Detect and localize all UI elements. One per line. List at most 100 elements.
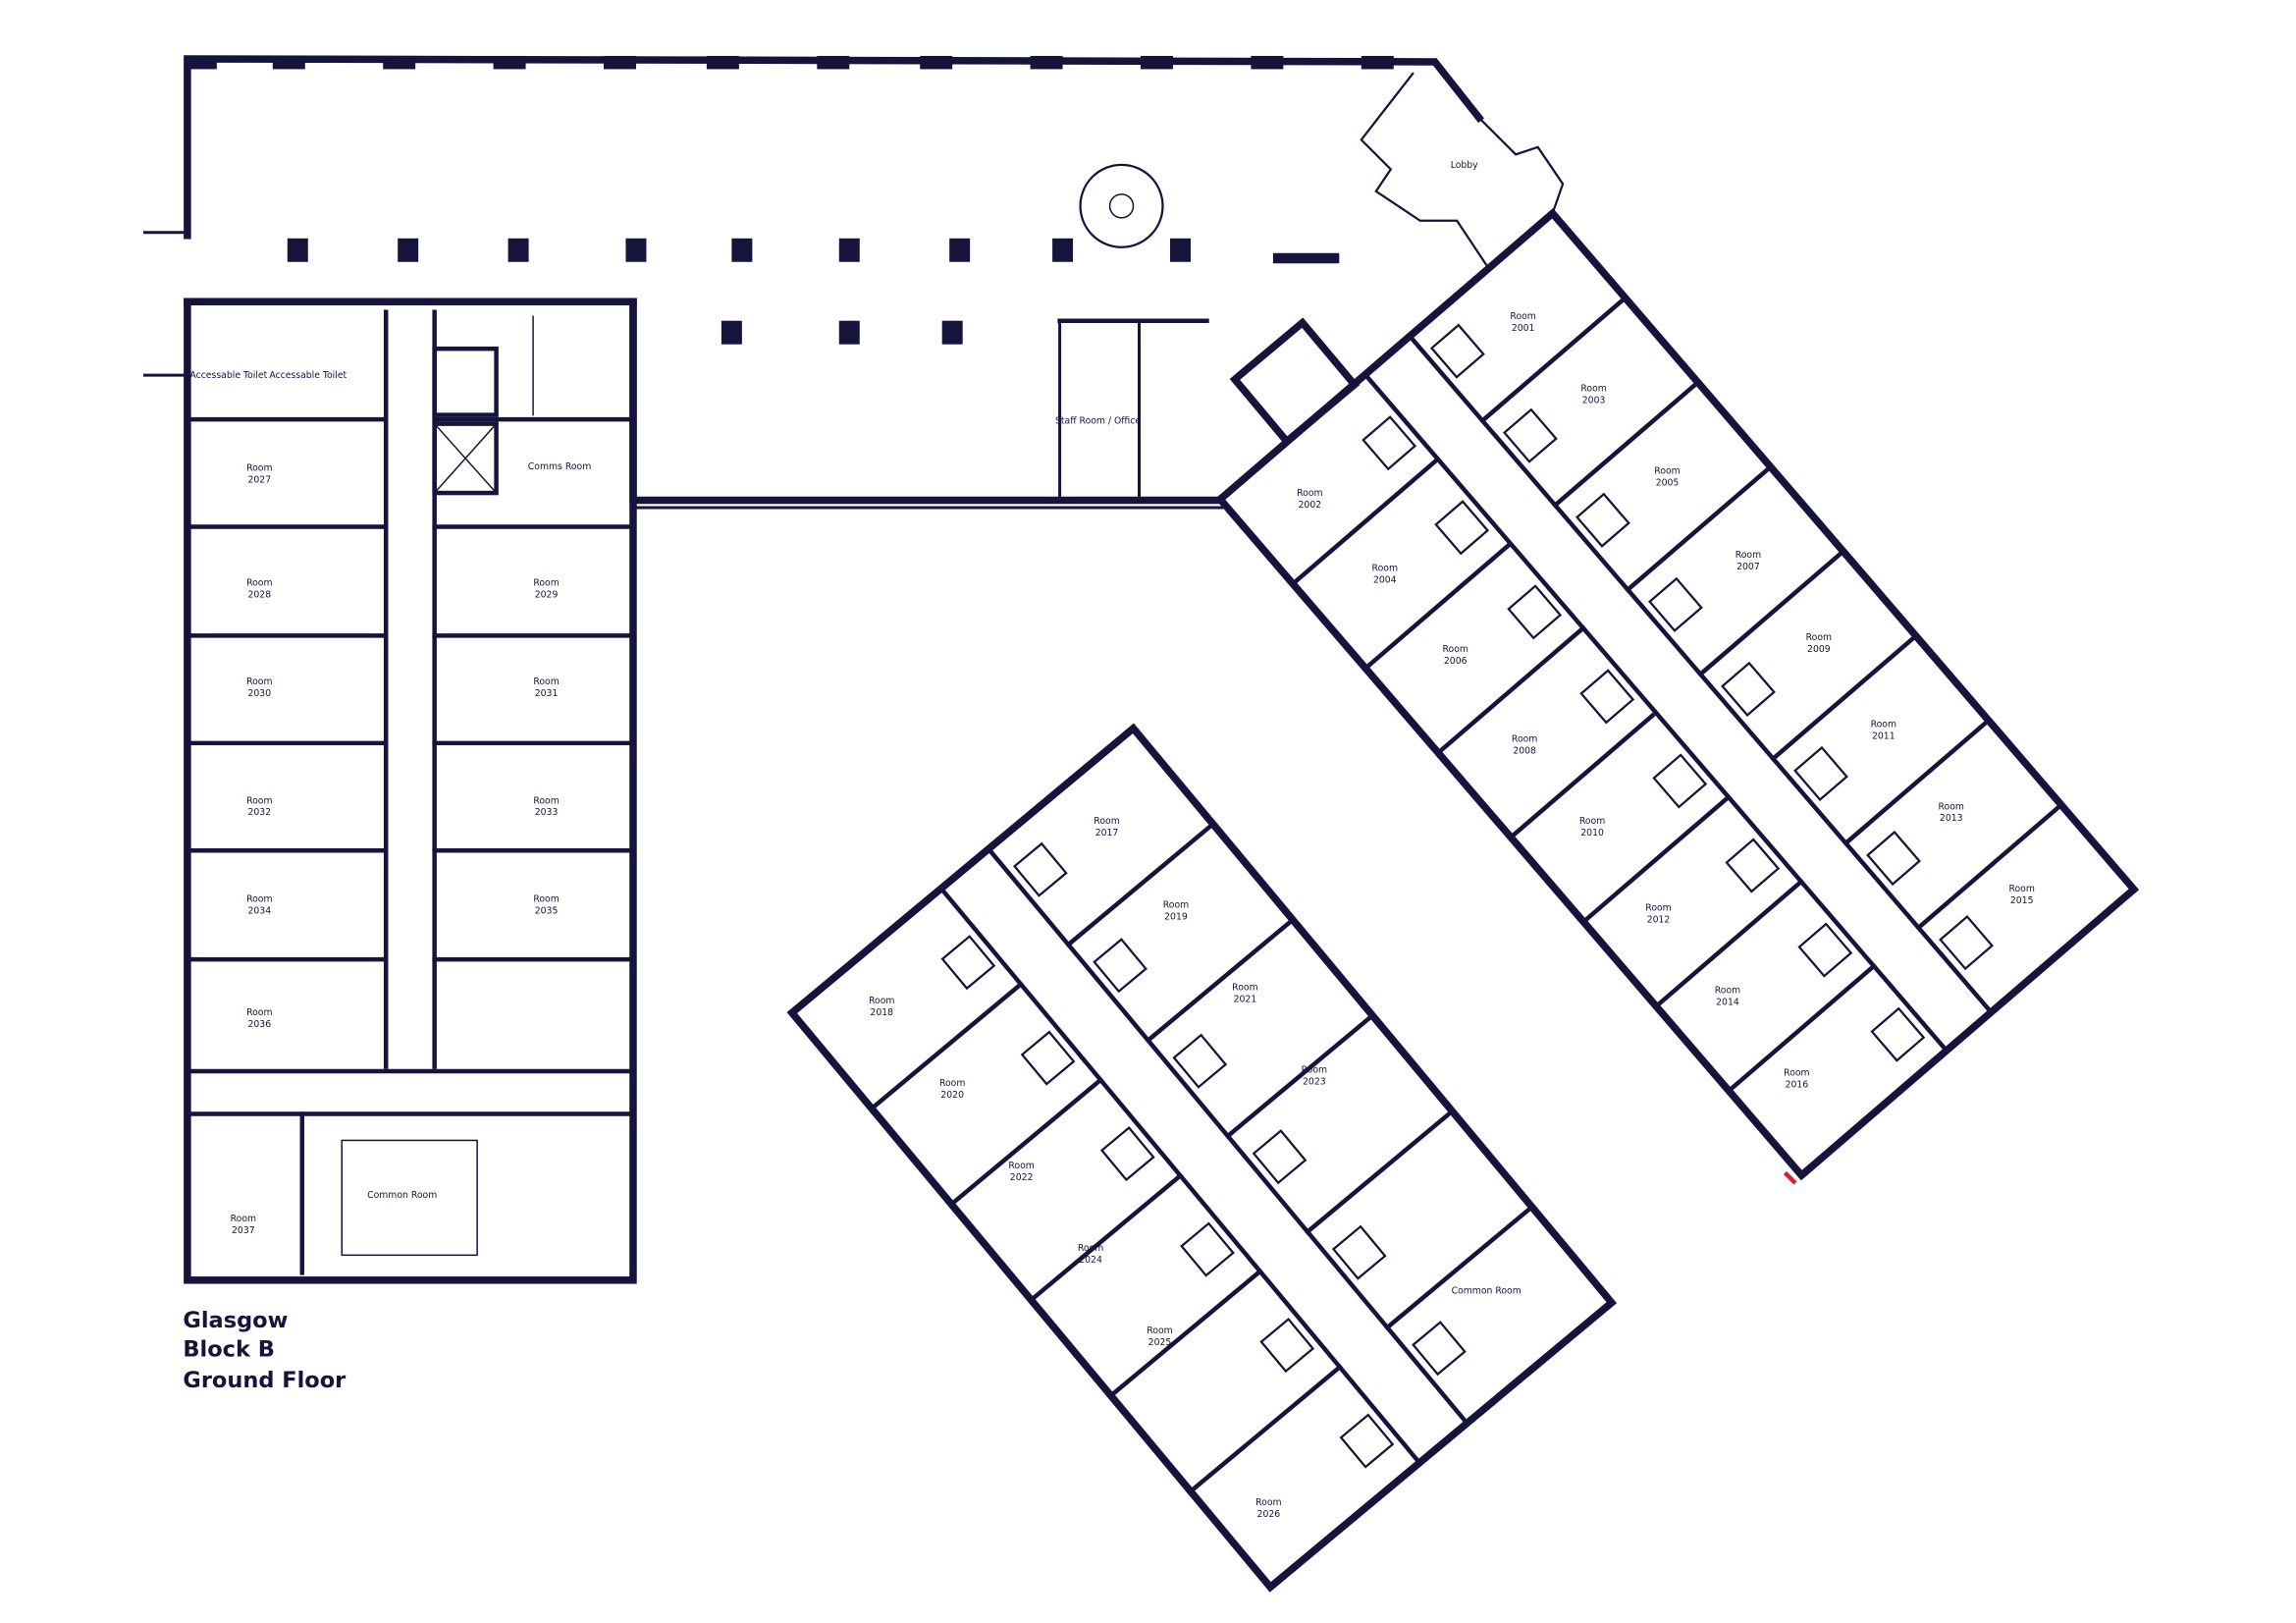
south-wing xyxy=(786,723,1618,1593)
common-room-label: Common Room xyxy=(1452,1285,1522,1296)
window xyxy=(706,55,739,70)
window xyxy=(1030,55,1063,70)
toilet-label: Accessable Toilet xyxy=(269,370,347,381)
ensuite xyxy=(1434,500,1490,556)
toilet-label: Accessable Toilet xyxy=(189,370,267,381)
ensuite xyxy=(1412,1321,1467,1377)
ensuite xyxy=(1172,1033,1228,1089)
marker xyxy=(1783,1170,1797,1185)
column xyxy=(838,320,860,345)
window xyxy=(184,55,217,70)
wall xyxy=(1434,624,1587,756)
title-block: Block B xyxy=(183,1337,274,1363)
ensuite xyxy=(1870,1006,1926,1062)
ensuite xyxy=(1429,323,1485,379)
wall xyxy=(1224,1012,1376,1140)
ensuite xyxy=(1180,1221,1235,1277)
ensuite xyxy=(1652,753,1708,809)
ensuite xyxy=(1252,1129,1308,1185)
ensuite xyxy=(1939,914,1994,971)
column xyxy=(838,238,860,262)
window xyxy=(1251,55,1284,70)
wall xyxy=(1625,463,1774,593)
ensuite xyxy=(1259,1317,1315,1374)
column xyxy=(507,238,529,262)
wall xyxy=(1697,548,1846,677)
column xyxy=(1052,238,1074,262)
column xyxy=(287,238,308,262)
title-city: Glasgow xyxy=(183,1308,288,1333)
ensuite xyxy=(1362,415,1417,471)
window xyxy=(1361,55,1394,70)
west-wing xyxy=(184,298,637,1284)
north-hall xyxy=(142,55,1484,510)
staff-room-label: Staff Room / Office xyxy=(1055,416,1141,427)
lobby-label: Lobby xyxy=(1451,160,1478,171)
ensuite xyxy=(1339,1413,1395,1469)
wall xyxy=(1145,916,1297,1044)
wall xyxy=(1289,456,1441,587)
ensuite xyxy=(1507,584,1563,640)
column xyxy=(1169,238,1191,262)
ensuite xyxy=(1502,407,1558,463)
column xyxy=(941,320,963,345)
window xyxy=(817,55,850,70)
column xyxy=(949,238,971,262)
window xyxy=(920,55,953,70)
ensuite xyxy=(1020,1030,1076,1086)
wall xyxy=(1507,709,1660,840)
wall xyxy=(1028,1172,1184,1304)
lobby xyxy=(1360,72,1565,267)
comms-room-label: Comms Room xyxy=(528,461,591,472)
wall xyxy=(1580,793,1733,926)
wall xyxy=(1552,379,1701,509)
wall xyxy=(1107,1268,1263,1399)
ensuite xyxy=(940,935,996,991)
column xyxy=(625,238,647,262)
wall xyxy=(1726,962,1878,1095)
ensuite xyxy=(1331,1224,1387,1280)
ensuite xyxy=(1012,841,1068,897)
column xyxy=(398,238,419,262)
wall xyxy=(1479,295,1629,424)
ensuite xyxy=(1793,745,1848,802)
spiral-stair-icon xyxy=(1079,163,1164,248)
window xyxy=(383,55,416,70)
wall xyxy=(1384,1204,1535,1331)
northeast-wing xyxy=(1214,208,2140,1181)
wall xyxy=(1065,821,1216,948)
window xyxy=(272,55,305,70)
wall xyxy=(1653,878,1805,1010)
ensuite xyxy=(1579,669,1635,725)
column xyxy=(721,320,742,345)
title-floor: Ground Floor xyxy=(183,1368,347,1393)
column xyxy=(731,238,753,262)
